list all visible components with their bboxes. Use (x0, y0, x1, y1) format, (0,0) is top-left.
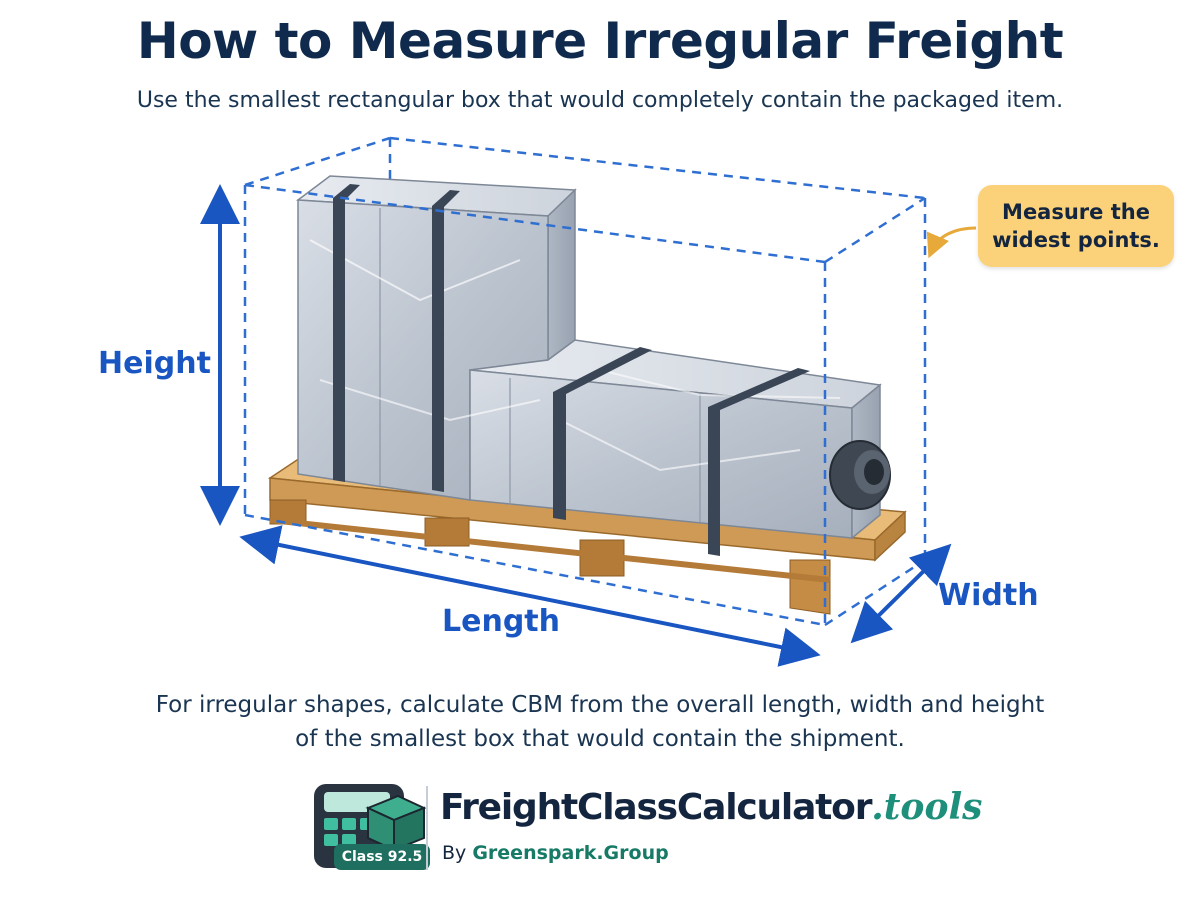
class-badge: Class 92.5 (334, 844, 430, 870)
brand-logo: Class 92.5 FreightClassCalculator.tools … (310, 778, 982, 878)
page-title: How to Measure Irregular Freight (136, 12, 1064, 70)
crated-machine (295, 175, 891, 556)
page-subtitle: Use the smallest rectangular box that wo… (136, 88, 1064, 113)
bounding-box-back (244, 136, 927, 560)
footnote-line-1: For irregular shapes, calculate CBM from… (155, 692, 1045, 718)
length-label: Length (442, 604, 560, 639)
length-arrow (239, 525, 821, 667)
callout-line-1: Measure the (1002, 200, 1150, 224)
brand-by-prefix: By (442, 842, 467, 864)
brand-by-name: Greenspark.Group (472, 842, 669, 864)
width-label: Width (938, 578, 1039, 613)
brand-name: FreightClassCalculator.tools (440, 786, 982, 828)
cbm-footnote: For irregular shapes, calculate CBM from… (0, 688, 1200, 756)
logo-divider (426, 786, 428, 870)
footnote-line-2: of the smallest box that would contain t… (295, 726, 905, 752)
callout-pointer (926, 226, 977, 259)
brand-name-main: FreightClassCalculator (440, 787, 872, 828)
widest-points-callout: Measure the widest points. (978, 185, 1174, 267)
width-arrow (850, 543, 952, 644)
brand-byline: By Greenspark.Group (442, 842, 669, 864)
brand-tld: .tools (871, 786, 983, 828)
callout-line-2: widest points. (992, 228, 1160, 252)
height-label: Height (98, 346, 211, 381)
